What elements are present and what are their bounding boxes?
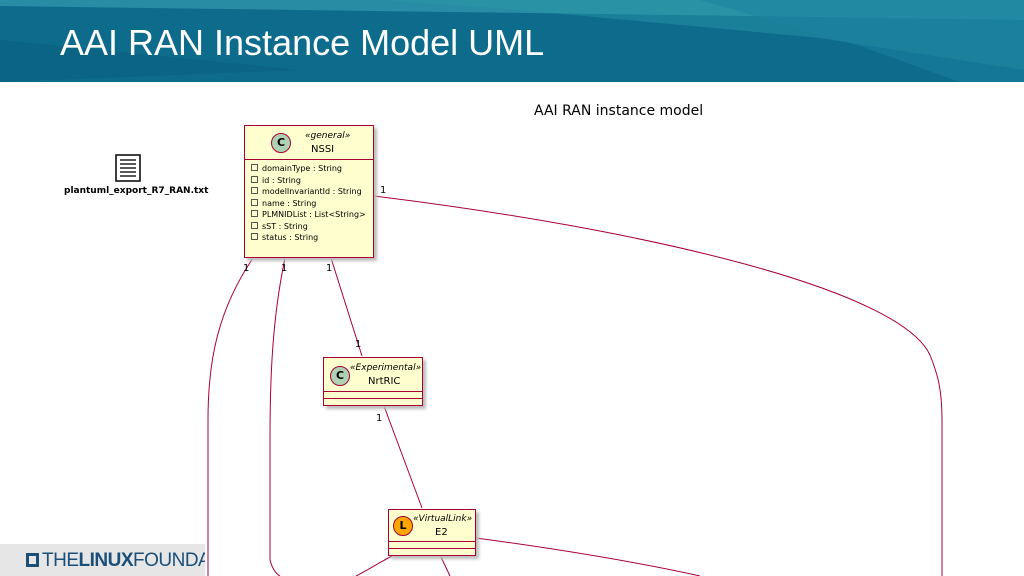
logo-text: THELINUXFOUNDA	[42, 550, 205, 571]
class-e2-header: L «VirtualLink» E2	[389, 510, 475, 542]
attribute-row: status : String	[251, 232, 373, 244]
slide-title: AAI RAN Instance Model UML	[60, 22, 545, 63]
class-nssi[interactable]: C «general» NSSI domainType : String id …	[244, 125, 374, 258]
e2-to-bottom-left-line	[355, 554, 395, 576]
multiplicity-label: 1	[243, 263, 250, 274]
class-marker-icon: C	[330, 366, 350, 386]
attachment-filename[interactable]: plantuml_export_R7_RAN.txt	[64, 186, 209, 196]
linux-foundation-logo: THELINUXFOUNDA	[0, 544, 205, 576]
e2-to-bottom-line	[439, 554, 451, 576]
class-nrtric-separator	[324, 392, 422, 399]
private-visibility-icon	[251, 187, 258, 194]
class-nrtric-header: C «Experimental» NrtRIC	[324, 358, 422, 392]
private-visibility-icon	[251, 198, 258, 206]
header-banner: AAI RAN Instance Model UML	[0, 0, 1024, 82]
nssi-to-e2-mid-line	[269, 257, 286, 576]
attribute-row: sST : String	[251, 221, 373, 233]
attribute-row: domainType : String	[251, 163, 373, 175]
multiplicity-label: 1	[376, 413, 383, 424]
class-nrtric[interactable]: C «Experimental» NrtRIC	[323, 357, 423, 406]
nssi-to-nrtric-line	[330, 257, 363, 357]
class-e2[interactable]: L «VirtualLink» E2	[388, 509, 476, 556]
nrtric-to-e2-line	[383, 405, 423, 509]
class-nssi-name: NSSI	[311, 144, 335, 155]
attribute-row: name : String	[251, 198, 373, 210]
class-marker-icon: C	[271, 133, 291, 153]
class-e2-separator	[389, 542, 475, 549]
header-decoration	[0, 0, 1024, 82]
multiplicity-label: 1	[355, 339, 362, 350]
virtual-link-marker-icon: L	[393, 516, 413, 536]
attribute-row: PLMNIDList : List<String>	[251, 209, 373, 221]
class-e2-name: E2	[435, 527, 448, 538]
class-nrtric-name: NrtRIC	[368, 376, 401, 387]
private-visibility-icon	[251, 210, 258, 217]
nssi-to-e2-left-line	[207, 257, 254, 576]
document-icon[interactable]	[115, 154, 141, 182]
private-visibility-icon	[251, 164, 258, 171]
class-e2-stereotype: «VirtualLink»	[413, 514, 473, 524]
attribute-row: modelInvariantId : String	[251, 186, 373, 198]
e2-to-right-line	[475, 537, 701, 576]
diagram-caption: AAI RAN instance model	[534, 103, 704, 119]
private-visibility-icon	[251, 175, 258, 183]
multiplicity-label: 1	[380, 185, 387, 196]
class-nrtric-stereotype: «Experimental»	[350, 363, 422, 373]
nssi-to-right-line	[373, 195, 943, 576]
attribute-row: id : String	[251, 175, 373, 187]
private-visibility-icon	[251, 233, 258, 240]
multiplicity-label: 1	[326, 263, 333, 274]
class-nssi-header: C «general» NSSI	[245, 126, 373, 160]
logo-square-icon	[26, 553, 39, 567]
multiplicity-label: 1	[281, 263, 288, 274]
class-nssi-attributes: domainType : String id : String modelInv…	[245, 160, 373, 244]
class-nssi-stereotype: «general»	[305, 131, 351, 141]
private-visibility-icon	[251, 221, 258, 229]
